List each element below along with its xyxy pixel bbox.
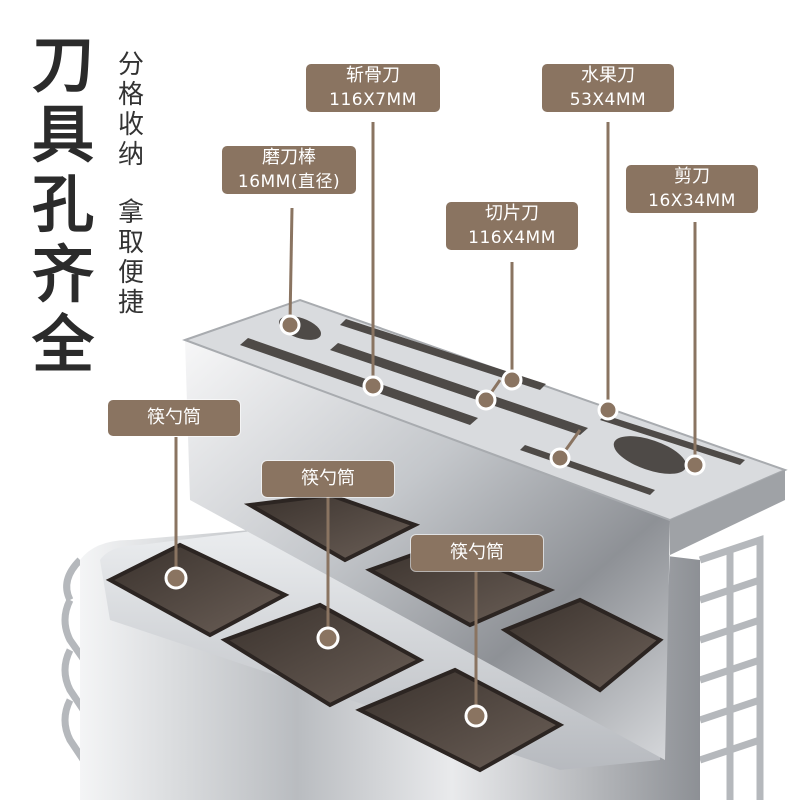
sub-char: 便 [118, 258, 145, 288]
label-size: 116X7MM [329, 90, 417, 110]
sub-char: 格 [118, 80, 145, 110]
leader-lines [174, 122, 697, 714]
utensil-cup-front [355, 667, 565, 773]
label-name: 磨刀棒 [262, 147, 316, 168]
label-name: 筷勺筒 [147, 407, 201, 428]
label-size: 16MM(直径) [237, 172, 341, 192]
sub-char: 捷 [118, 288, 145, 318]
sub-heading: 分 格 收 纳 拿 取 便 捷 [118, 50, 144, 318]
marker-sharpener [279, 314, 301, 336]
utensil-cup-middle [220, 602, 425, 708]
label-name: 筷勺筒 [301, 468, 355, 489]
label-sharpener: 磨刀棒 16MM(直径) [222, 146, 356, 194]
label-utensil-cup-3: 筷勺筒 [411, 535, 543, 571]
utensil-cup-back-left [243, 492, 421, 563]
label-name: 斩骨刀 [346, 65, 400, 86]
sub-char: 取 [118, 228, 145, 258]
marker-cup-3 [464, 704, 488, 728]
utensil-cup-right [500, 597, 664, 693]
sub-char: 分 [118, 50, 145, 80]
label-utensil-cup-2: 筷勺筒 [262, 461, 394, 497]
heading-char: 具 [31, 98, 94, 171]
marker-cup-1 [164, 566, 188, 590]
sub-char: 收 [118, 110, 145, 140]
label-name: 切片刀 [485, 203, 539, 224]
markers [164, 314, 706, 728]
sub-char: 纳 [118, 140, 145, 170]
marker-slicing-knife-a [501, 369, 523, 391]
label-utensil-cup-1: 筷勺筒 [108, 400, 240, 436]
label-name: 筷勺筒 [450, 542, 504, 563]
heading-char: 齐 [31, 238, 94, 311]
marker-slicing-knife-b [475, 389, 497, 411]
wire-basket [61, 535, 764, 800]
label-size: 53X4MM [569, 90, 647, 110]
knife-block-front [670, 470, 785, 555]
heading-char: 孔 [31, 168, 94, 241]
utensil-cup-front-left [105, 542, 290, 638]
label-size: 16X34MM [648, 191, 736, 211]
label-name: 水果刀 [581, 65, 635, 86]
heading-char: 全 [31, 308, 94, 381]
marker-fruit-knife [597, 399, 619, 421]
label-bone-knife: 斩骨刀 116X7MM [306, 64, 440, 112]
label-name: 剪刀 [674, 166, 710, 187]
marker-fruit-knife-slot [549, 447, 571, 469]
sub-char: 拿 [118, 198, 145, 228]
label-slicing-knife: 切片刀 116X4MM [446, 202, 578, 250]
label-fruit-knife: 水果刀 53X4MM [542, 64, 674, 112]
marker-scissors [684, 454, 706, 476]
marker-cup-2 [316, 626, 340, 650]
marker-bone-knife [362, 375, 384, 397]
label-size: 116X4MM [468, 228, 556, 248]
main-heading: 刀 具 孔 齐 全 [28, 30, 98, 380]
label-scissors: 剪刀 16X34MM [626, 165, 758, 213]
heading-char: 刀 [31, 28, 94, 101]
